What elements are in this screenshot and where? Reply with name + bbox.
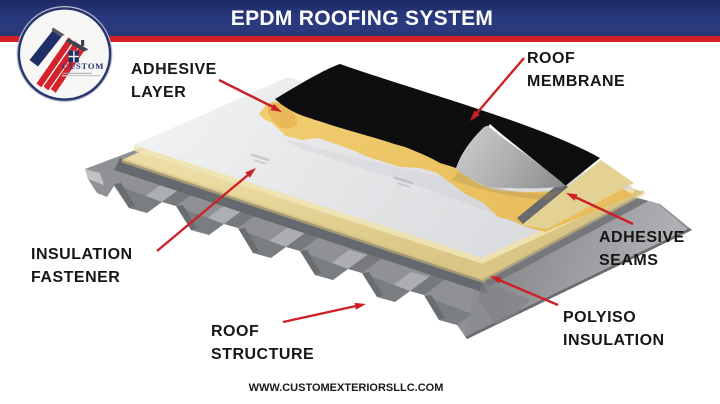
svg-text:CUSTOM: CUSTOM [62, 61, 104, 71]
